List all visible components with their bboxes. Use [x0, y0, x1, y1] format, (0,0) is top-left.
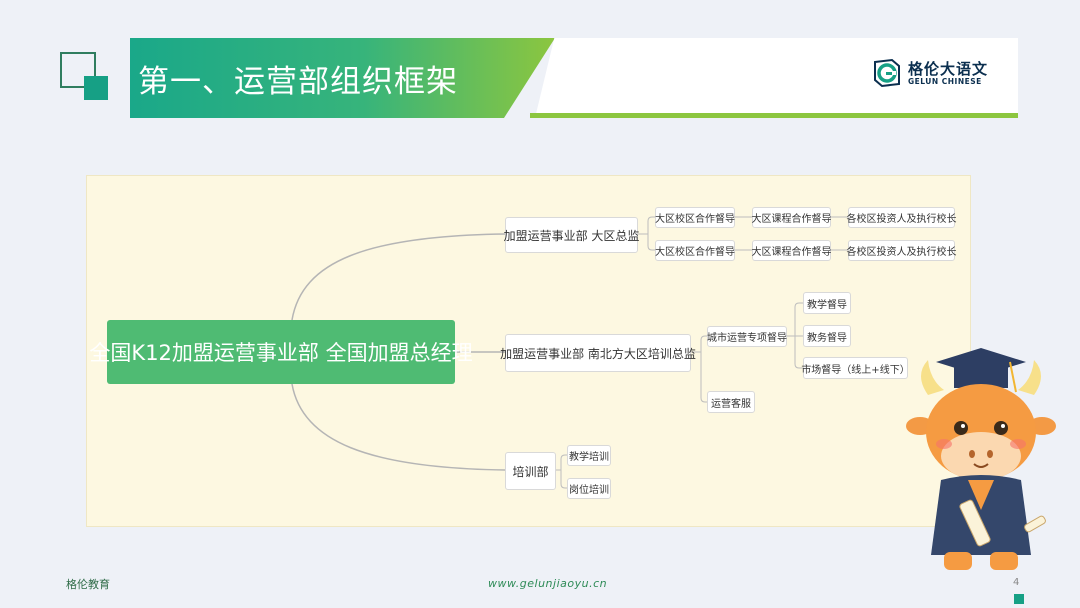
node-teaching-supervisor: 教学督导	[803, 292, 851, 314]
node-ops-customer-service: 运营客服	[707, 391, 755, 413]
node-marketing-supervisor: 市场督导（线上+线下）	[801, 357, 910, 379]
node-teaching-training: 教学培训	[567, 445, 611, 466]
footer-company: 格伦教育	[66, 578, 110, 591]
brand-name-cn: 格伦大语文	[908, 59, 989, 78]
mindmap-connectors	[291, 216, 848, 489]
branch-regional-director: 加盟运营事业部 大区总监	[504, 217, 639, 253]
node-city-ops-supervisor: 城市运营专项督导	[707, 326, 787, 347]
node-region-campus-supervisor-1: 大区校区合作督导	[655, 207, 735, 228]
brand-banner	[535, 38, 1018, 118]
node-campus-investors-2: 各校区投资人及执行校长	[847, 240, 957, 261]
gelun-logo-icon	[874, 58, 900, 88]
slide-title: 第一、运营部组织框架	[130, 38, 555, 118]
brand-underline	[530, 113, 1018, 118]
page-number: 4	[1013, 577, 1020, 588]
brand-name-en: GELUN CHINESE	[908, 76, 982, 86]
mindmap-root: 全国K12加盟运营事业部 全国加盟总经理	[89, 320, 473, 384]
node-region-course-supervisor-1: 大区课程合作督导	[752, 207, 832, 228]
branch-training-director: 加盟运营事业部 南北方大区培训总监	[500, 334, 696, 372]
brand-logo: 格伦大语文 GELUN CHINESE	[872, 58, 988, 88]
node-region-course-supervisor-2: 大区课程合作督导	[752, 240, 832, 261]
footer-website: www.gelunjiaoyu.cn	[488, 577, 608, 590]
node-academic-supervisor: 教务督导	[803, 325, 851, 347]
node-region-campus-supervisor-2: 大区校区合作督导	[655, 240, 735, 261]
org-mindmap: 全国K12加盟运营事业部 全国加盟总经理 加盟运营事业部 大区总监 大区校区合作…	[86, 175, 971, 527]
node-campus-investors-1: 各校区投资人及执行校长	[847, 207, 957, 228]
node-position-training: 岗位培训	[567, 478, 611, 499]
mascot-ox-graduate-illustration	[906, 348, 1056, 570]
corner-squares-icon	[60, 52, 108, 100]
page-marker-square	[1014, 594, 1024, 604]
branch-training-dept: 培训部	[505, 452, 556, 490]
